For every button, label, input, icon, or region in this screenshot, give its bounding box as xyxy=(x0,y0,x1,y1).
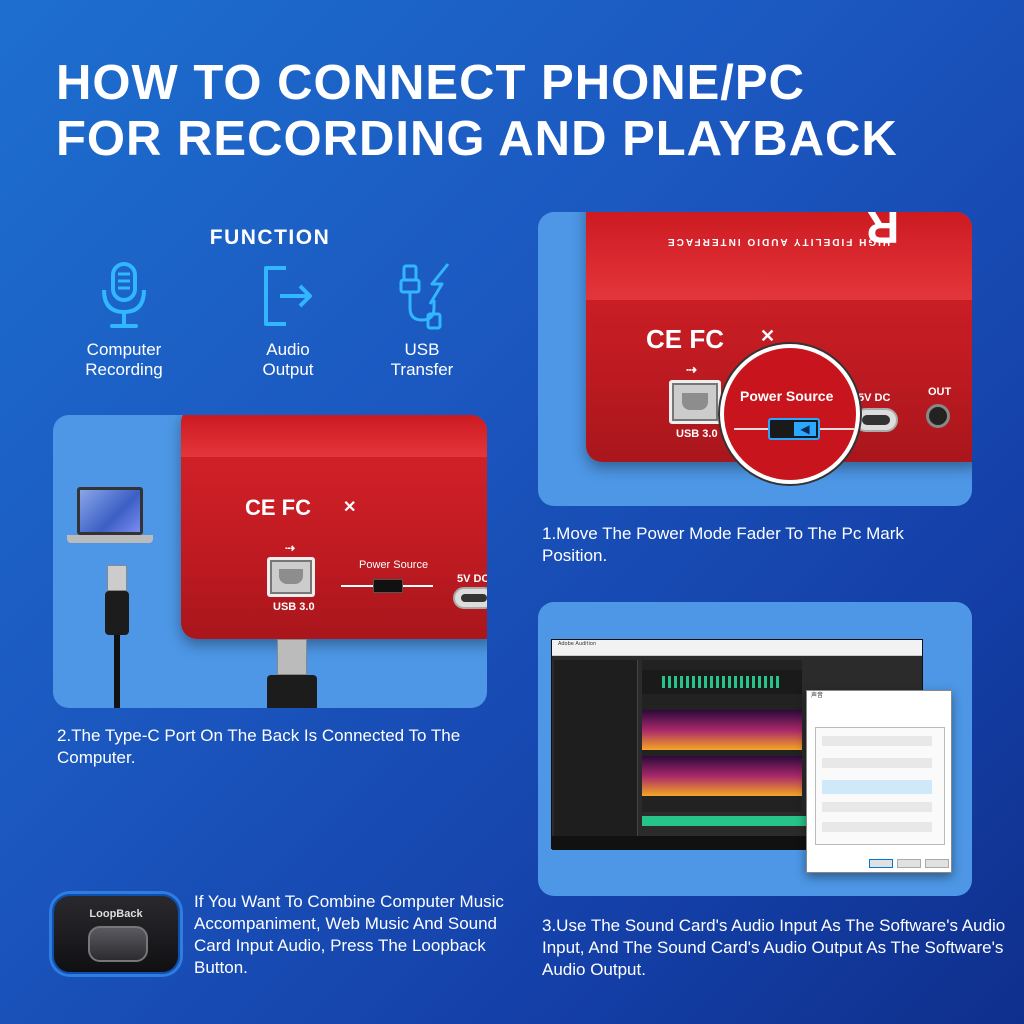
headline-line-1: HOW TO CONNECT PHONE/PC xyxy=(56,56,805,110)
power-source-panel: R HIGH FIDELITY AUDIO INTERFACE CE FC ✕ … xyxy=(538,212,972,506)
dialog-ok-button[interactable] xyxy=(869,859,893,868)
out-jack xyxy=(926,404,950,428)
usb-cable xyxy=(105,565,129,708)
function-label-line1: Audio xyxy=(266,340,310,359)
loopback-label: LoopBack xyxy=(89,908,143,920)
step-2-caption: 2.The Type-C Port On The Back Is Connect… xyxy=(57,726,461,767)
microphone-icon xyxy=(102,262,146,328)
dialog-title: 声音 xyxy=(811,692,824,699)
dc-label: 5V DC xyxy=(457,573,487,585)
device-subtitle: HIGH FIDELITY AUDIO INTERFACE xyxy=(666,236,891,247)
weee-icon: ✕ xyxy=(760,326,776,346)
power-source-label: Power Source xyxy=(740,388,834,404)
function-title: FUNCTION xyxy=(209,226,331,249)
usb-symbol-icon: ⇢ xyxy=(686,362,697,377)
out-label: OUT xyxy=(928,386,952,398)
usb-label: USB 3.0 xyxy=(676,428,718,440)
step-1-caption: 1.Move The Power Mode Fader To The Pc Ma… xyxy=(542,524,904,565)
brand-logo: R xyxy=(866,212,900,253)
audio-output-icon xyxy=(264,266,312,326)
laptop-image xyxy=(67,487,153,551)
function-computer-recording: Computer Recording xyxy=(54,260,194,380)
weee-icon: ✕ xyxy=(343,499,357,516)
usb-b-port xyxy=(267,557,315,597)
certification-marks: CE FC xyxy=(646,324,724,354)
power-fader-switch[interactable]: ◀ xyxy=(768,418,820,440)
function-label-line1: USB xyxy=(404,340,440,359)
function-label-line1: Computer xyxy=(86,340,162,359)
usb-symbol-icon: ⇢ xyxy=(285,541,296,555)
function-label-line2: Transfer xyxy=(390,360,454,379)
power-source-label: Power Source xyxy=(359,559,429,571)
step-3-caption: 3.Use The Sound Card's Audio Input As Th… xyxy=(542,916,1006,979)
usb-label: USB 3.0 xyxy=(273,601,315,613)
arrow-left-icon: ◀ xyxy=(794,422,816,436)
loopback-caption: If You Want To Combine Computer Music Ac… xyxy=(194,892,504,977)
audio-interface-device: R HIGH FIDELITY AUDIO INTERFACE CE FC ✕ … xyxy=(586,212,972,462)
app-level-meter xyxy=(642,816,920,826)
app-menu-bar xyxy=(552,648,922,656)
usb-transfer-icon xyxy=(399,263,450,330)
usb-b-port xyxy=(669,380,721,424)
headline: HOW TO CONNECT PHONE/PC FOR RECORDING AN… xyxy=(56,55,996,167)
headline-line-2: FOR RECORDING AND PLAYBACK xyxy=(56,112,898,166)
type-c-port xyxy=(453,587,487,609)
sound-settings-dialog: 声音 xyxy=(806,690,952,873)
function-usb-transfer: USB Transfer xyxy=(352,260,492,380)
app-files-panel xyxy=(554,660,638,840)
app-waveform-area xyxy=(642,660,802,812)
app-title: Adobe Audition xyxy=(552,640,922,648)
connection-panel: CE FC ✕ ⇢ USB 3.0 Power Source 5V DC xyxy=(53,415,487,708)
power-source-zoom: Power Source ◀ xyxy=(720,344,860,484)
certification-marks: CE FC xyxy=(245,495,311,520)
loopback-button xyxy=(88,926,148,962)
function-audio-output: Audio Output xyxy=(218,260,358,380)
function-label-line2: Output xyxy=(262,360,314,379)
audio-interface-device: CE FC ✕ ⇢ USB 3.0 Power Source 5V DC xyxy=(181,415,487,639)
power-fader-switch[interactable] xyxy=(373,579,403,593)
dialog-apply-button[interactable] xyxy=(925,859,949,868)
type-c-port xyxy=(854,408,898,432)
dc-label: 5V DC xyxy=(858,392,891,404)
usb-b-plug xyxy=(267,639,317,708)
device-list[interactable] xyxy=(815,727,945,845)
dialog-cancel-button[interactable] xyxy=(897,859,921,868)
loopback-button-image: LoopBack xyxy=(52,894,180,974)
function-label-line2: Recording xyxy=(85,360,163,379)
